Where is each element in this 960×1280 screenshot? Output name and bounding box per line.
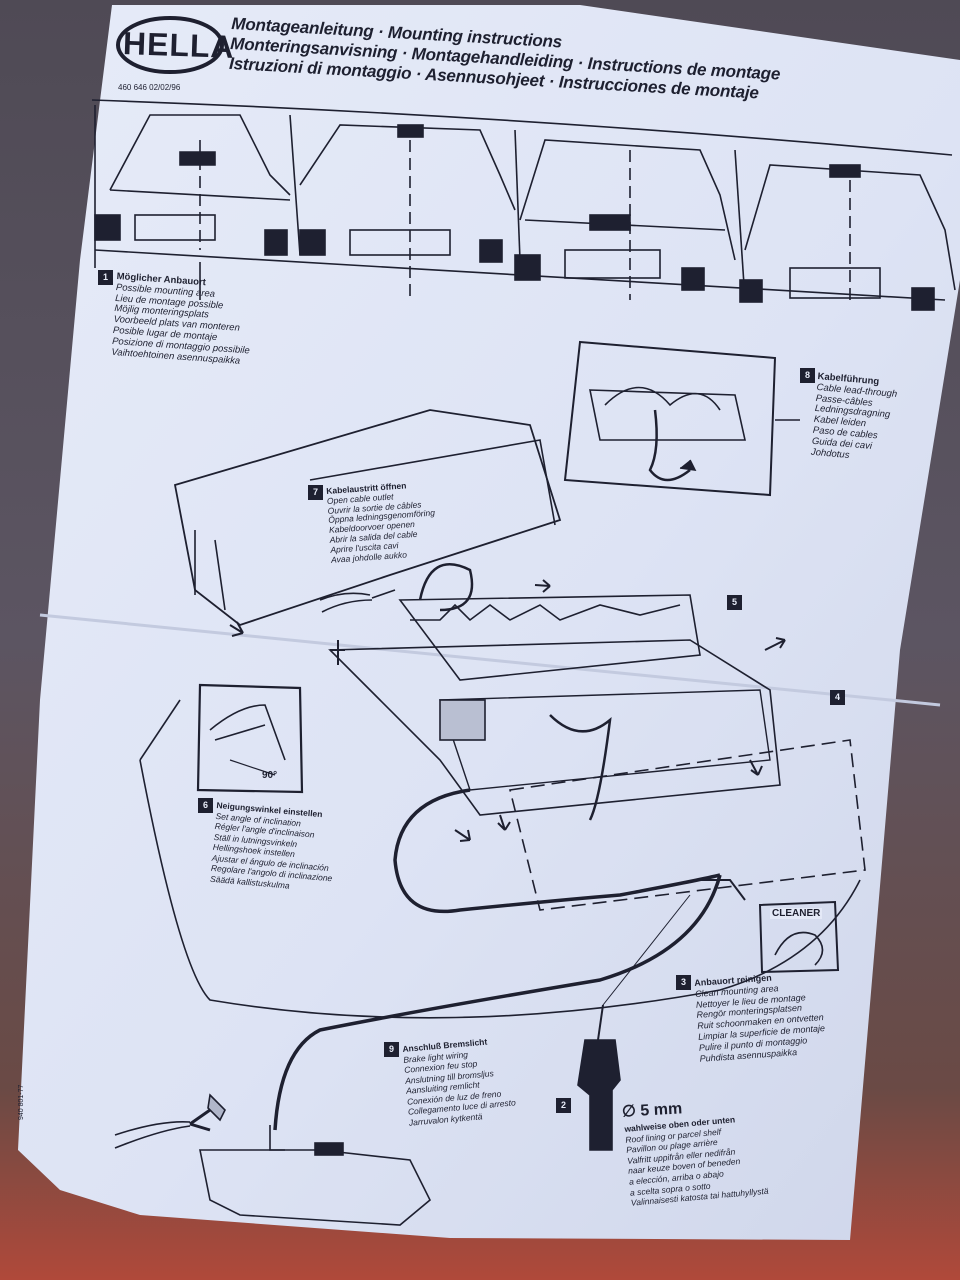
step-badge-8: 8 xyxy=(800,368,815,383)
drill-illustration xyxy=(577,1004,621,1151)
car-rear-window-panel-1 xyxy=(94,105,301,256)
step-badge-5: 5 xyxy=(727,595,742,610)
pliers-illustration xyxy=(114,589,396,1149)
direction-arrows xyxy=(229,579,786,842)
step-badge-4: 4 xyxy=(830,690,845,705)
step-6-text: Neigungswinkel einstellen Set angle of i… xyxy=(210,800,339,894)
angle-label: 90° xyxy=(262,770,278,781)
step-2-text: wahlweise oben oder unten Roof lining or… xyxy=(624,1112,769,1208)
car-rear-window-panel-2 xyxy=(299,124,521,300)
step-1-text: Möglicher Anbauort Possible mounting are… xyxy=(111,271,255,368)
cable-leadthrough-inset xyxy=(563,340,777,497)
step-3-text: Anbauort reinigen Clean mounting area Ne… xyxy=(694,969,827,1064)
step-badge-6: 6 xyxy=(198,798,213,813)
step-9-text: Anschluß Bremslicht Brake light wiring C… xyxy=(402,1035,517,1128)
step-badge-3: 3 xyxy=(676,975,691,990)
step-7-text: Kabelaustritt öffnen Open cable outlet O… xyxy=(326,480,438,566)
car-rear-window-panel-3 xyxy=(514,139,746,301)
drill-size-label: ∅ 5 mm xyxy=(621,1100,683,1121)
car-rear-window-panel-4 xyxy=(739,164,956,311)
hella-logo xyxy=(116,16,224,74)
paper-sheet xyxy=(18,5,960,1240)
hella-logo-text: HELLA xyxy=(122,25,236,65)
lamp-housing-drawing xyxy=(139,409,866,1131)
part-number: 460 646 02/02/96 xyxy=(118,83,181,92)
step-badge-1: 1 xyxy=(98,270,113,285)
inclination-angle-inset xyxy=(196,683,304,794)
cleaner-label: CLEANER xyxy=(770,908,823,919)
step-badge-2: 2 xyxy=(556,1098,571,1113)
step-badge-9: 9 xyxy=(384,1042,399,1057)
cleaner-inset xyxy=(758,900,840,974)
fold-line xyxy=(39,613,941,707)
side-document-code: 940 801-77 xyxy=(18,1084,25,1120)
step-badge-7: 7 xyxy=(308,485,323,500)
step-8-text: Kabelführung Cable lead-through Passe-câ… xyxy=(810,371,898,465)
